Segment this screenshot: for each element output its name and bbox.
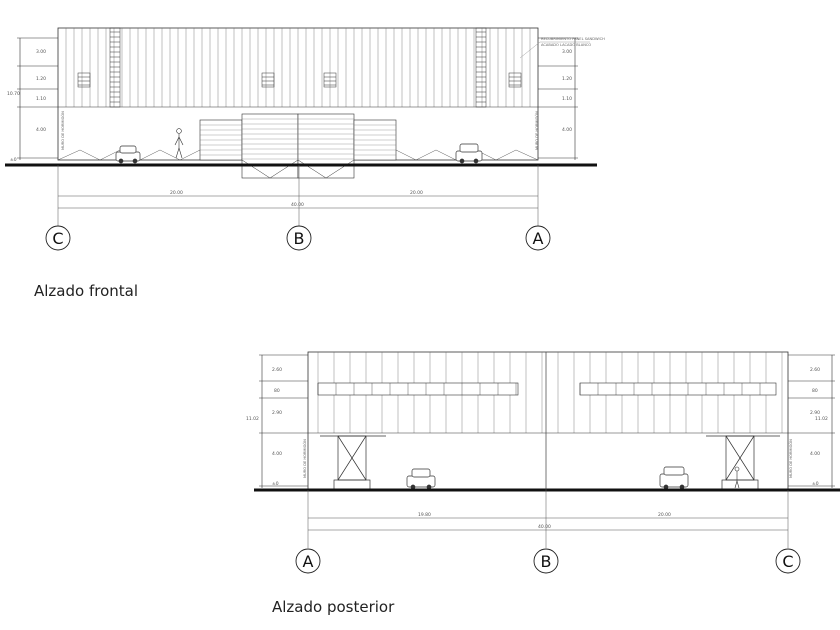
front-axis-label-2: B	[294, 229, 305, 248]
front-left-ticks	[17, 37, 58, 159]
rear-total-height-right: 11.02	[815, 416, 828, 422]
front-dim-left-2: 1.20	[36, 76, 46, 82]
front-span-2: 20.00	[410, 190, 423, 196]
rear-left-wall-tag: MURO DE HORMIGÓN	[302, 439, 307, 478]
rear-dim-right-2: 80	[812, 388, 818, 394]
front-labels: 3.00 1.20 1.10 4.00 10.70 3.00 1.20 1.10…	[7, 37, 605, 248]
front-right-wall-tag: MURO DE HORMIGÓN	[534, 111, 539, 150]
rear-right-wall-tag: MURO DE HORMIGÓN	[788, 439, 793, 478]
front-cladding-ribs	[65, 28, 531, 107]
rear-right-ticks	[788, 354, 835, 487]
front-loading-doors	[199, 113, 397, 179]
front-axis-lines	[57, 165, 539, 226]
rear-window-mullions	[317, 383, 761, 395]
front-axis-label-3: A	[533, 229, 544, 248]
front-ladder-left	[109, 27, 121, 108]
rear-axis-label-3: C	[782, 552, 793, 571]
front-person-figure	[174, 128, 184, 159]
front-dim-right-1: 3.00	[562, 49, 572, 55]
front-dim-right-2: 1.20	[562, 76, 572, 82]
rear-span-total: 40.00	[538, 524, 551, 530]
rear-axis-lines	[307, 352, 789, 548]
rear-dim-left-4: 4.00	[272, 451, 282, 457]
rear-dim-left-2: 80	[274, 388, 280, 394]
front-dim-left-4: 4.00	[36, 127, 46, 133]
rear-axis-label-1: A	[303, 552, 314, 571]
rear-elevation-caption: Alzado posterior	[272, 598, 395, 616]
rear-axis-label-2: B	[541, 552, 552, 571]
rear-canopy-right	[706, 435, 780, 491]
front-total-height: 10.70	[7, 91, 20, 97]
rear-canopy-left	[320, 435, 386, 491]
rear-elevation: MURO DE HORMIGÓN MURO DE HORMIGÓN	[254, 351, 840, 574]
rear-left-ticks	[259, 354, 308, 487]
front-span-total: 40.00	[291, 202, 304, 208]
rear-car-left	[406, 468, 436, 490]
rear-car-right	[659, 466, 689, 490]
front-car-right	[455, 143, 483, 164]
front-callout	[519, 41, 590, 59]
front-axis-label-1: C	[52, 229, 63, 248]
rear-ground-level-right: ±0	[812, 481, 819, 487]
rear-dim-left-1: 2.60	[272, 367, 282, 373]
rear-bottom-dims	[308, 517, 788, 531]
front-ground-level: ±0	[10, 157, 17, 163]
front-ladder-right	[475, 27, 487, 108]
front-right-ticks	[538, 37, 578, 159]
rear-axis-bubbles	[295, 548, 801, 574]
front-axis-bubbles	[45, 225, 551, 251]
front-span-1: 20.00	[170, 190, 183, 196]
front-dim-right-3: 1.10	[562, 96, 572, 102]
front-elevation: MURO DE HORMIGÓN MURO DE HORMIGÓN	[5, 27, 597, 251]
rear-labels: 2.60 80 2.90 4.00 11.02 2.60 80 2.90 4.0…	[246, 367, 828, 571]
front-left-wall-tag: MURO DE HORMIGÓN	[60, 111, 65, 150]
front-vents	[77, 72, 522, 88]
front-note-line-1: RECUBRIMIENTO PANEL SANDWICH	[541, 37, 605, 41]
front-dim-left-3: 1.10	[36, 96, 46, 102]
front-car-left	[115, 145, 141, 164]
rear-span-1: 19.80	[418, 512, 431, 518]
front-elevation-caption: Alzado frontal	[34, 282, 139, 300]
front-dim-right-4: 4.00	[562, 127, 572, 133]
front-door-slats	[200, 118, 396, 160]
rear-person-figure	[734, 466, 740, 489]
front-dim-left-1: 3.00	[36, 49, 46, 55]
rear-ground-level-left: ±0	[272, 481, 279, 487]
front-note-line-2: ACABADO LACADO BLANCO	[541, 43, 591, 47]
front-door-diagonals	[241, 159, 355, 179]
rear-total-height-left: 11.02	[246, 416, 259, 422]
rear-facade	[307, 351, 789, 491]
rear-dim-right-1: 2.60	[810, 367, 820, 373]
rear-dim-right-4: 4.00	[810, 451, 820, 457]
rear-window-bands	[317, 382, 777, 396]
rear-span-2: 20.00	[658, 512, 671, 518]
front-bottom-dims	[58, 195, 538, 209]
rear-dim-right-3: 2.90	[810, 410, 820, 416]
rear-dim-left-3: 2.90	[272, 410, 282, 416]
